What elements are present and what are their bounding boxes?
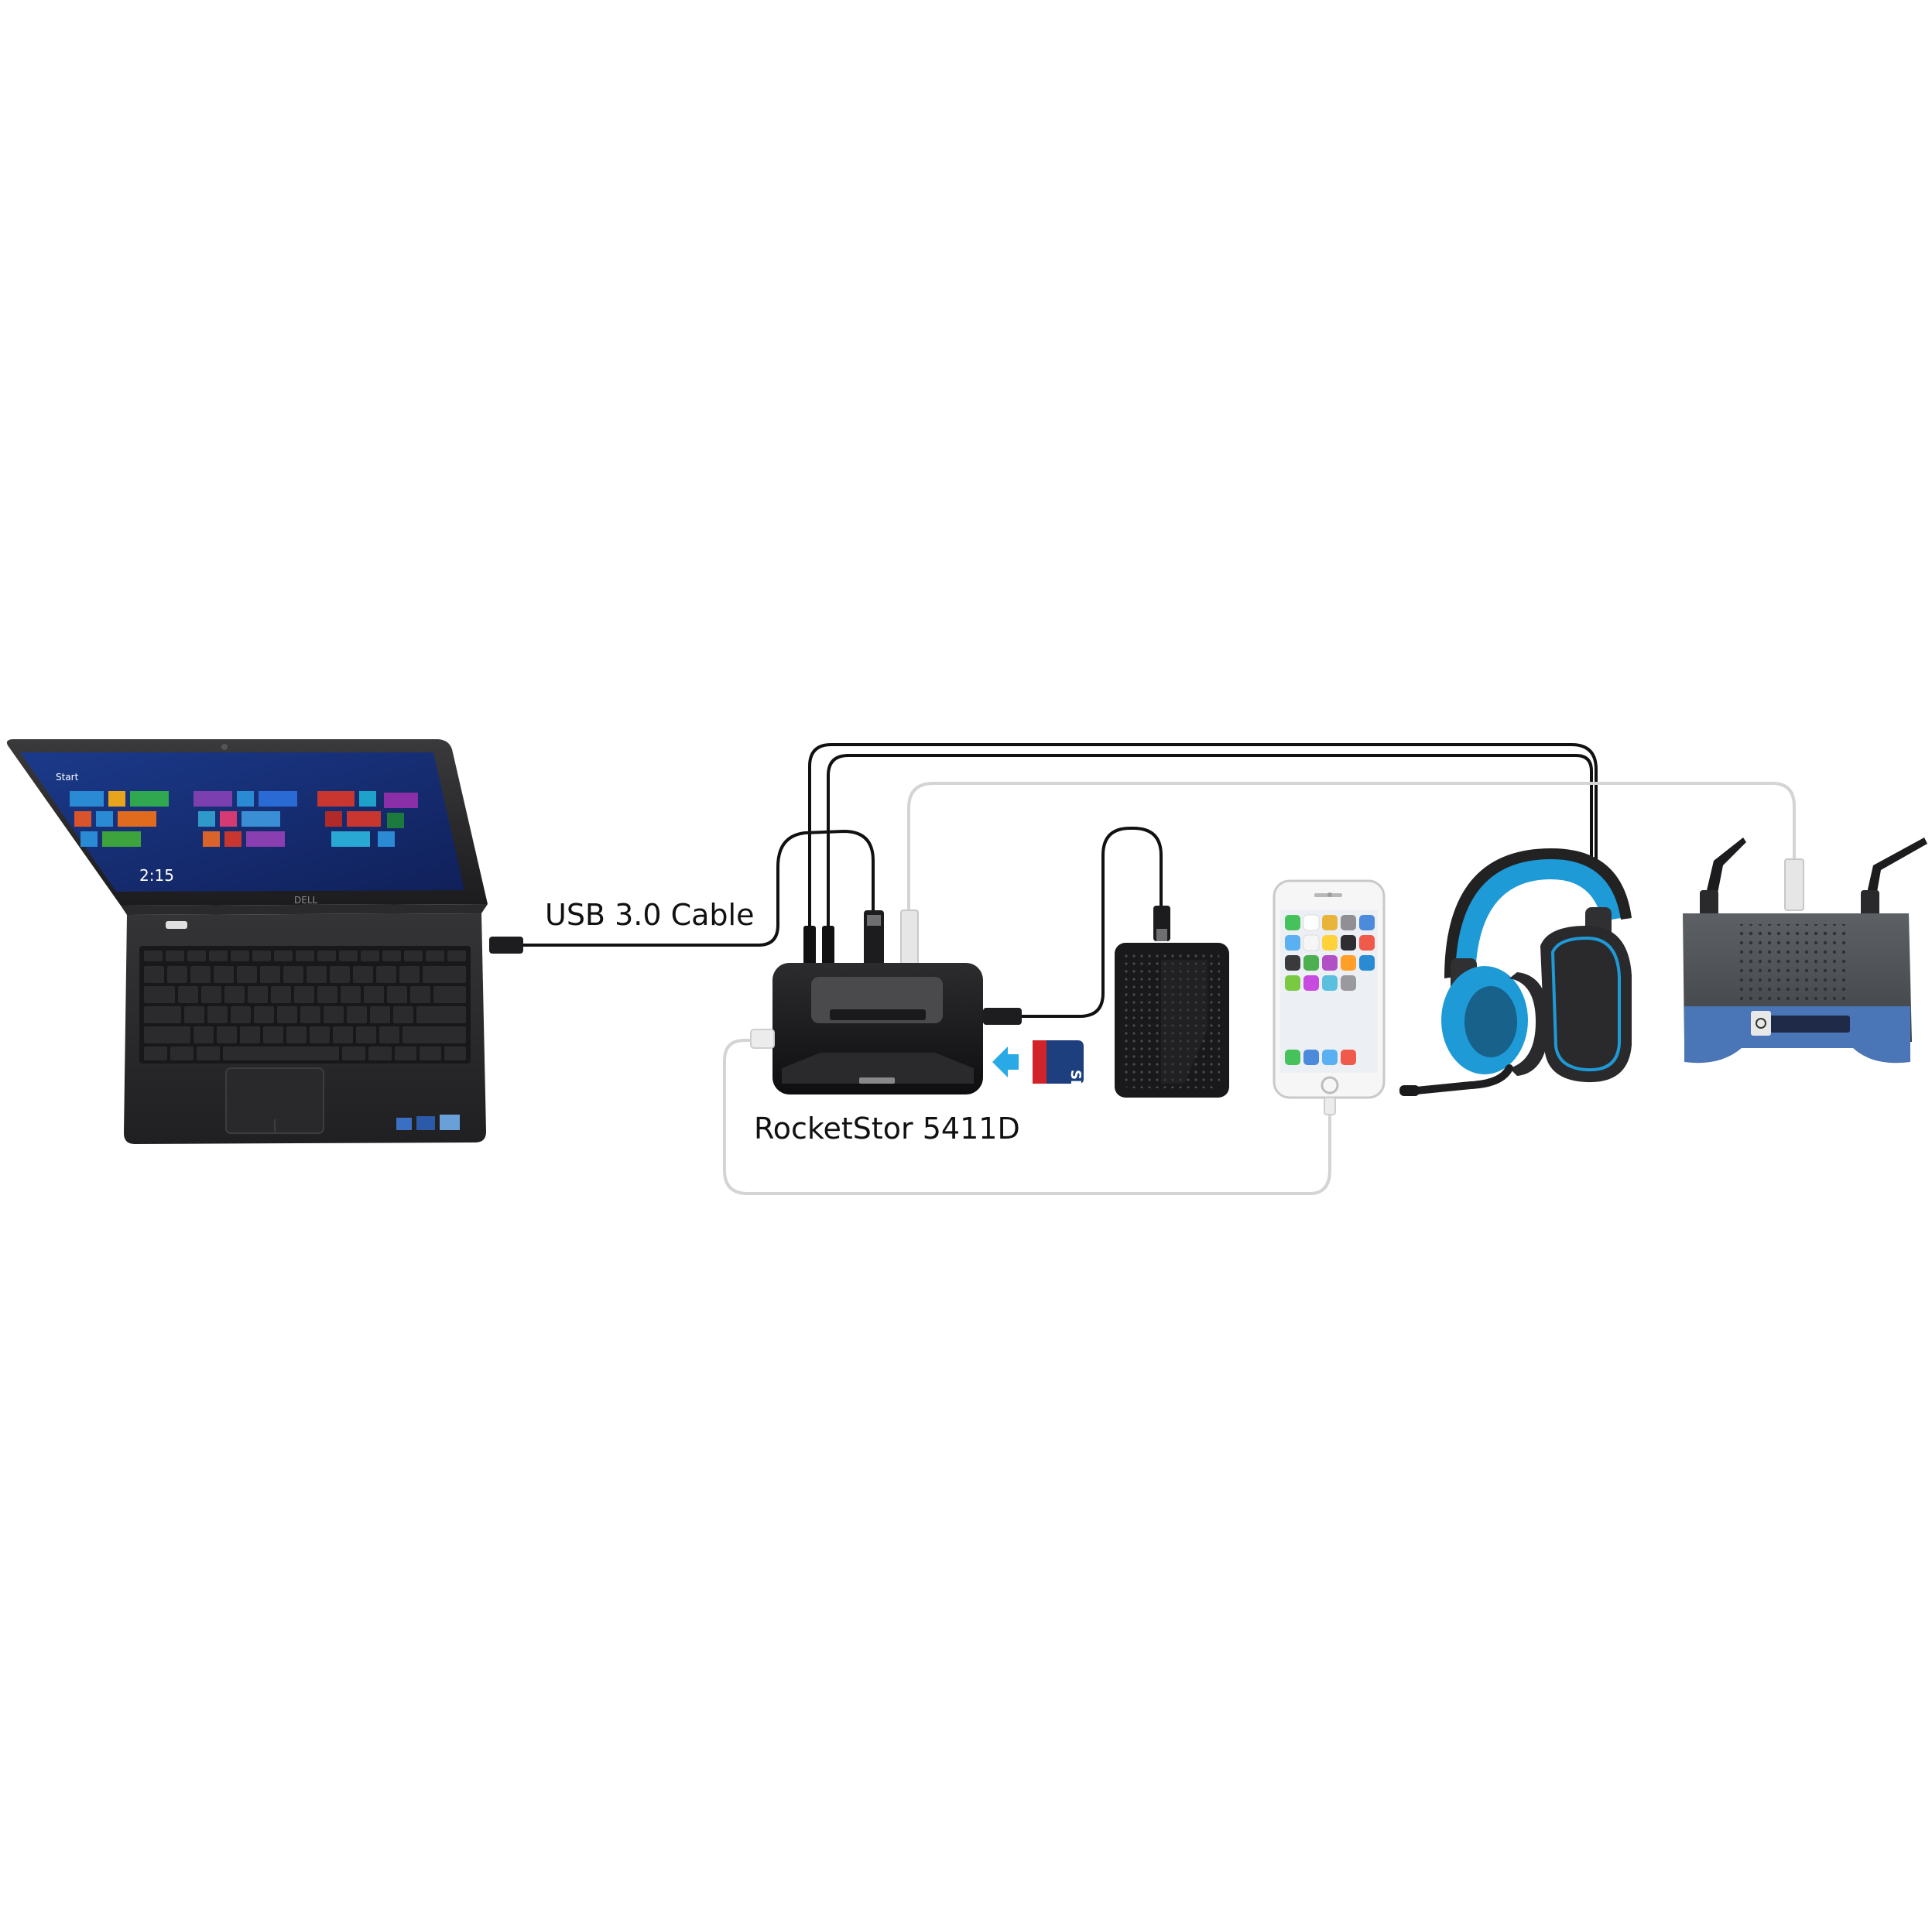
external-drive [1115, 906, 1229, 1098]
headset-mic-boom [1405, 1064, 1513, 1095]
router-antenna-left-base [1700, 890, 1718, 916]
hub-plug-black-1 [803, 926, 816, 966]
ethernet-cable [907, 782, 1796, 913]
laptop-brand-logo: DELL [294, 895, 318, 906]
intel-sticker-icon [396, 1118, 412, 1130]
usb-3-cable [523, 829, 875, 947]
rocketstor-hub [750, 909, 1022, 1094]
sd-card-group: SD [992, 1040, 1084, 1091]
hub-name-label: RocketStor 5411D [754, 1112, 1020, 1146]
router-base [1684, 1006, 1910, 1064]
headset [1399, 848, 1632, 1096]
windows7-sticker-icon [440, 1115, 460, 1130]
screen-start-text: Start [56, 772, 79, 783]
phone-camera-icon [1327, 892, 1332, 897]
headset-cable-b [827, 754, 1593, 929]
hub-card-slot [859, 1077, 895, 1084]
drive-highlight [1161, 960, 1208, 1084]
hub-plug-usb-tip [867, 915, 881, 926]
hub-side-usb-plug [983, 1008, 1022, 1025]
insert-arrow-icon [992, 1046, 1019, 1077]
headset-headband [1455, 858, 1621, 975]
hub-plug-ethernet [900, 909, 919, 967]
hub-front-panel [782, 1053, 974, 1084]
usb-cable-label: USB 3.0 Cable [545, 898, 755, 932]
router-front-strip [1751, 1016, 1850, 1033]
headset-mic-icon [1399, 1085, 1420, 1096]
sd-card-red-strip [1033, 1040, 1046, 1084]
headset-left-shell [1509, 972, 1550, 1076]
headset-cable-a [808, 743, 1598, 929]
headset-right-earcup [1540, 926, 1632, 1083]
wireless-router [1683, 838, 1927, 1064]
phone-app-icons [1285, 914, 1375, 1065]
sd-card-text: SD [1067, 1070, 1084, 1091]
router-antenna-right-base [1861, 890, 1879, 916]
webcam-icon [221, 744, 228, 750]
phone-screen [1280, 910, 1378, 1073]
phone-home-button [1321, 1076, 1339, 1094]
keyboard [139, 946, 471, 1064]
windows-sticker-icon [416, 1116, 435, 1130]
hub-side-phone-plug [750, 1029, 775, 1049]
laptop: Start [6, 739, 523, 1144]
headset-right-trim [1550, 936, 1621, 1072]
laptop-hinge [121, 904, 488, 915]
phone-lightning-plug [1324, 1097, 1336, 1115]
hub-dock-slot-inner [830, 1009, 926, 1020]
drive-cable [1019, 827, 1163, 1018]
drive-usb-plug-tip [1156, 929, 1167, 941]
router-ethernet-plug [1784, 858, 1804, 911]
router-wifi-symbol-icon [1756, 1018, 1766, 1029]
keyboard-keys [144, 951, 466, 1060]
screen-clock-text: 2:15 [139, 866, 174, 885]
router-wifi-badge-icon [1751, 1011, 1771, 1036]
router-grille [1735, 924, 1852, 1023]
laptop-usb-plug [489, 937, 523, 954]
start-tiles [70, 791, 418, 847]
power-button [166, 921, 187, 929]
headset-left-cushion-inner [1464, 986, 1517, 1057]
iphone [1273, 879, 1386, 1115]
cables [523, 743, 1796, 1195]
phone-cable [723, 1039, 1331, 1195]
hub-plug-black-2 [822, 926, 834, 966]
